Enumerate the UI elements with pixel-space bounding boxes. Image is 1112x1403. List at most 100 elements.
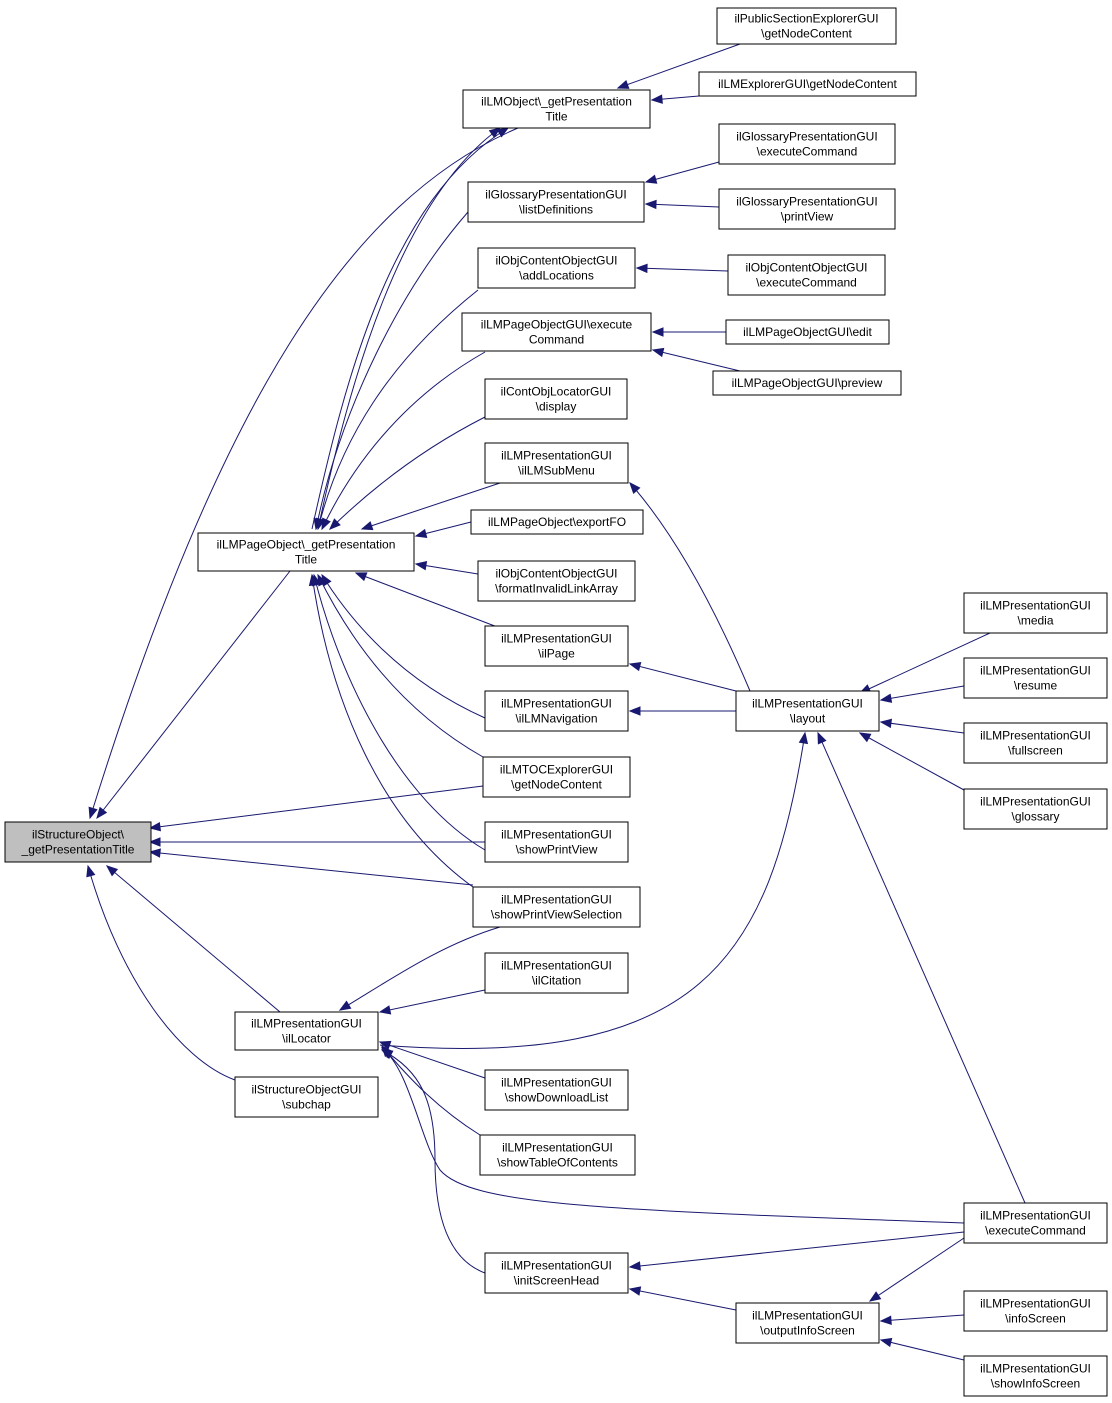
node-box xyxy=(963,1202,1108,1244)
node-lmpage[interactable]: ilLMPageObject\_getPresentationTitle xyxy=(197,532,415,572)
node-box xyxy=(698,71,917,97)
node-box xyxy=(963,657,1108,699)
node-subMenu[interactable]: ilLMPresentationGUI\ilLMSubMenu xyxy=(484,442,629,484)
node-label-line: \fullscreen xyxy=(1008,744,1063,758)
edge-showInfo-to-outputInfo xyxy=(880,1339,965,1361)
node-objAddLoc[interactable]: ilObjContentObjectGUI\addLocations xyxy=(477,247,636,289)
node-glossExec[interactable]: ilGlossaryPresentationGUI\executeCommand xyxy=(718,123,896,165)
node-showInfo[interactable]: ilLMPresentationGUI\showInfoScreen xyxy=(963,1355,1108,1397)
edge-objAddLoc-to-lmpage xyxy=(317,289,479,530)
node-label-line: ilLMObject\_getPresentation xyxy=(481,95,632,109)
node-label-line: ilLMPageObjectGUI\execute xyxy=(481,318,633,332)
node-label-line: \listDefinitions xyxy=(519,203,593,217)
call-nodes: ilStructureObject\_getPresentationTitlei… xyxy=(4,7,1108,1397)
edge-lmpgPrev-to-lmpgExec-arrowhead xyxy=(651,347,665,358)
node-root[interactable]: ilStructureObject\_getPresentationTitle xyxy=(4,821,152,863)
node-lmpgExec[interactable]: ilLMPageObjectGUI\executeCommand xyxy=(461,312,652,352)
node-layout[interactable]: ilLMPresentationGUI\layout xyxy=(735,690,880,732)
node-label-line: \executeCommand xyxy=(985,1224,1086,1238)
edge-subMenu-to-lmpage xyxy=(361,482,501,530)
node-fullscreen[interactable]: ilLMPresentationGUI\fullscreen xyxy=(963,722,1108,764)
node-exportFO[interactable]: ilLMPageObject\exportFO xyxy=(470,509,644,535)
edge-objExec-to-objAddLoc-arrowhead xyxy=(635,263,648,274)
edge-locator-to-layout xyxy=(379,732,806,1049)
node-box xyxy=(484,378,628,420)
edge-resume-to-layout xyxy=(880,685,965,701)
node-tocExp[interactable]: ilLMTOCExplorerGUI\getNodeContent xyxy=(482,756,631,798)
node-box xyxy=(470,509,644,535)
node-label-line: \addLocations xyxy=(519,269,594,283)
node-label-line: ilLMExplorerGUI\getNodeContent xyxy=(718,77,897,91)
node-exec[interactable]: ilLMPresentationGUI\executeCommand xyxy=(963,1202,1108,1244)
node-subchap[interactable]: ilStructureObjectGUI\subchap xyxy=(234,1076,379,1118)
node-label-line: Title xyxy=(295,553,318,567)
edge-screenHead-to-locator-arrowhead xyxy=(380,1049,394,1060)
edge-glossExec-to-glossList xyxy=(645,161,720,183)
node-label-line: \executeCommand xyxy=(757,145,858,159)
node-outputInfo[interactable]: ilLMPresentationGUI\outputInfoScreen xyxy=(735,1302,880,1344)
node-label-line: ilObjContentObjectGUI xyxy=(495,567,617,581)
edge-showPrint-to-root-arrowhead xyxy=(148,837,161,847)
node-glossList[interactable]: ilGlossaryPresentationGUI\listDefinition… xyxy=(467,181,645,223)
edge-fullscreen-to-layout xyxy=(880,721,965,734)
node-label-line: \layout xyxy=(790,712,826,726)
node-ilPage[interactable]: ilLMPresentationGUI\ilPage xyxy=(484,625,629,667)
node-label-line: \subchap xyxy=(282,1098,331,1112)
node-box xyxy=(484,442,629,484)
edge-lmobj-to-root xyxy=(89,127,519,819)
node-lmpgPrev[interactable]: ilLMPageObjectGUI\preview xyxy=(712,370,902,396)
node-locator[interactable]: ilLMPresentationGUI\ilLocator xyxy=(234,1011,379,1051)
edge-subMenu-to-layout-arrowhead xyxy=(629,481,641,495)
node-label-line: ilLMPageObject\exportFO xyxy=(488,515,626,529)
node-lmexp[interactable]: ilLMExplorerGUI\getNodeContent xyxy=(698,71,917,97)
node-toc[interactable]: ilLMPresentationGUI\showTableOfContents xyxy=(479,1134,636,1176)
edge-showPrintSel-to-root-arrowhead xyxy=(148,848,161,858)
node-label-line: ilLMPresentationGUI xyxy=(980,664,1091,678)
node-download[interactable]: ilLMPresentationGUI\showDownloadList xyxy=(484,1069,629,1111)
node-label-line: \glossary xyxy=(1011,810,1059,824)
node-label-line: ilContObjLocatorGUI xyxy=(501,385,612,399)
node-infoScreen[interactable]: ilLMPresentationGUI\infoScreen xyxy=(963,1290,1108,1332)
node-contLoc[interactable]: ilContObjLocatorGUI\display xyxy=(484,378,628,420)
node-box xyxy=(484,625,629,667)
node-lmNav[interactable]: ilLMPresentationGUI\ilLMNavigation xyxy=(484,690,629,732)
node-resume[interactable]: ilLMPresentationGUI\resume xyxy=(963,657,1108,699)
node-media[interactable]: ilLMPresentationGUI\media xyxy=(963,592,1108,634)
node-citation[interactable]: ilLMPresentationGUI\ilCitation xyxy=(484,952,629,994)
node-screenHead[interactable]: ilLMPresentationGUI\initScreenHead xyxy=(484,1252,629,1294)
edge-exec-to-layout xyxy=(817,732,1026,1204)
node-fmtLinks[interactable]: ilObjContentObjectGUI\formatInvalidLinkA… xyxy=(477,560,636,602)
node-box xyxy=(484,690,629,732)
node-lmobj[interactable]: ilLMObject\_getPresentationTitle xyxy=(462,89,651,129)
node-glossary[interactable]: ilLMPresentationGUI\glossary xyxy=(963,788,1108,830)
edge-locator-to-root-arrowhead xyxy=(105,865,119,877)
edge-resume-to-layout-arrowhead xyxy=(879,693,893,703)
node-box xyxy=(712,370,902,396)
edge-exec-to-outputInfo xyxy=(869,1237,965,1302)
node-showPrintSel[interactable]: ilLMPresentationGUI\showPrintViewSelecti… xyxy=(472,886,641,928)
node-showPrint[interactable]: ilLMPresentationGUI\showPrintView xyxy=(484,821,629,863)
node-box xyxy=(718,123,896,165)
node-label-line: ilLMPresentationGUI xyxy=(501,632,612,646)
node-label-line: \infoScreen xyxy=(1005,1312,1066,1326)
node-label-line: ilLMTOCExplorerGUI xyxy=(500,763,613,777)
edge-locator-to-layout-arrowhead xyxy=(798,731,809,745)
node-label-line: \printView xyxy=(781,210,834,224)
node-lmpgEdit[interactable]: ilLMPageObjectGUI\edit xyxy=(725,319,890,345)
node-label-line: ilLMPresentationGUI xyxy=(980,1209,1091,1223)
edge-glossPrint-to-glossList xyxy=(645,203,720,208)
edge-showPrintSel-to-lmpage xyxy=(311,574,474,888)
node-glossPrint[interactable]: ilGlossaryPresentationGUI\printView xyxy=(718,188,896,230)
node-label-line: \initScreenHead xyxy=(514,1274,599,1288)
edge-ilPage-to-layout-arrowhead xyxy=(628,661,642,672)
edge-objExec-to-objAddLoc xyxy=(636,267,729,272)
node-label-line: ilGlossaryPresentationGUI xyxy=(736,195,877,209)
node-pubexp[interactable]: ilPublicSectionExplorerGUI\getNodeConten… xyxy=(716,7,897,45)
edge-contLoc-to-lmpage-arrowhead xyxy=(329,518,341,530)
node-objExec[interactable]: ilObjContentObjectGUI\executeCommand xyxy=(727,254,886,296)
node-label-line: \showDownloadList xyxy=(505,1091,609,1105)
edge-subchap-to-root xyxy=(87,865,236,1081)
node-label-line: ilLMPageObject\_getPresentation xyxy=(217,538,396,552)
node-box xyxy=(197,532,415,572)
edge-ilPage-to-layout xyxy=(629,663,737,692)
